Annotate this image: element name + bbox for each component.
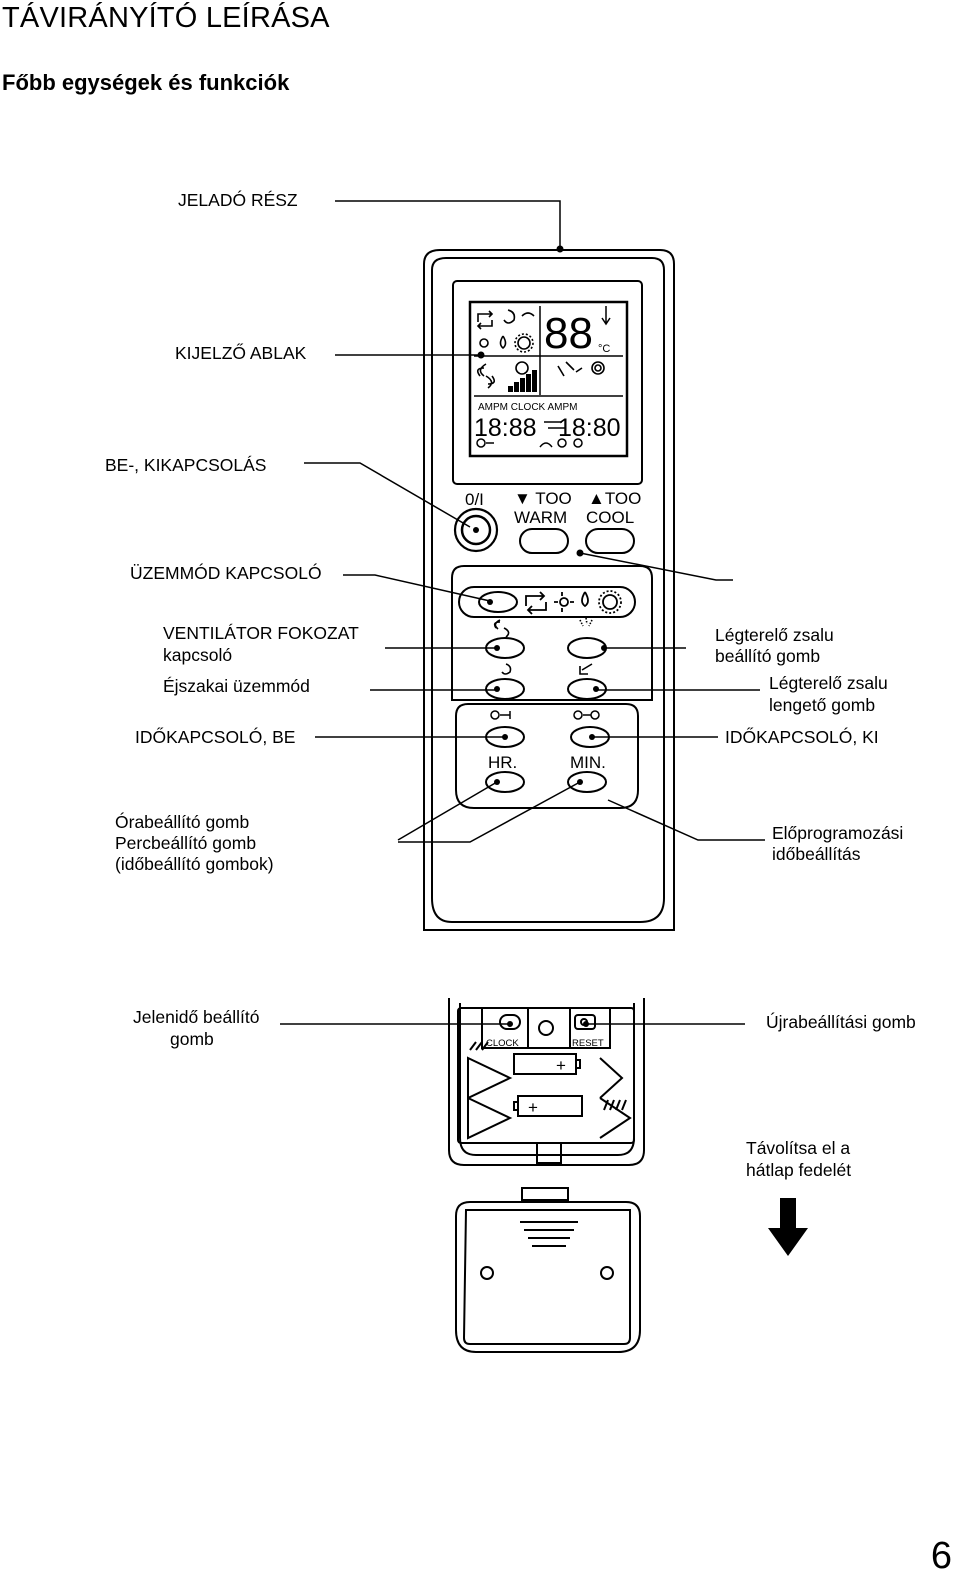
callout-fan-speed-1: VENTILÁTOR FOKOZAT [163, 623, 359, 643]
callout-preprog-2: időbeállítás [772, 844, 861, 864]
mode-strip [458, 586, 636, 618]
remote-inner-body [431, 257, 665, 923]
section-subtitle: Főbb egységek és funkciók [2, 70, 290, 95]
too-cool-label-2: COOL [586, 508, 634, 527]
callout-timer-on: IDŐKAPCSOLÓ, BE [135, 727, 296, 747]
too-cool-label-1: ▲TOO [588, 489, 641, 508]
louver-swing-button[interactable] [567, 678, 607, 700]
callout-louver-set-2: beállító gomb [715, 646, 821, 666]
lcd-time-left: 18:88 [474, 414, 537, 442]
callout-reset-button: Újrabeállítási gomb [766, 1012, 916, 1032]
clock-set-button[interactable] [499, 1014, 521, 1030]
callout-remove-cover-2: hátlap fedelét [746, 1160, 852, 1180]
hour-button[interactable] [485, 771, 525, 793]
callout-louver-swing-1: Légterelő zsalu [769, 673, 888, 693]
callout-fan-speed-2: kapcsoló [163, 645, 233, 665]
power-button[interactable] [453, 507, 499, 553]
battery-springs [469, 1041, 627, 1111]
callout-min-set: Percbeállító gomb [115, 833, 257, 853]
callout-time-buttons: (időbeállító gombok) [115, 854, 274, 874]
lcd-screen [468, 300, 629, 458]
callout-louver-set-1: Légterelő zsalu [715, 625, 834, 645]
remote-back [448, 998, 645, 1166]
battery-plus-top: + [556, 1056, 566, 1075]
back-cover [455, 1187, 641, 1353]
center-panel [527, 1007, 571, 1049]
reset-label: RESET [572, 1038, 604, 1049]
reset-button[interactable] [574, 1014, 596, 1030]
down-arrow-icon [768, 1198, 808, 1256]
night-mode-button[interactable] [485, 678, 525, 700]
battery-top [513, 1053, 577, 1075]
lcd-thermometer-icon [601, 306, 611, 326]
lcd-fan-bars [508, 370, 537, 392]
lcd-frame [452, 280, 643, 485]
lcd-fan-icons [476, 361, 605, 389]
callout-clock-set-2: gomb [170, 1029, 214, 1049]
lcd-temp: 88 [544, 309, 593, 358]
too-warm-label-2: WARM [514, 508, 567, 527]
lcd-clock-header: AMPM CLOCK AMPM [478, 402, 577, 413]
small-button-icons [493, 617, 593, 675]
remote-outer-body [423, 249, 675, 931]
min-label: MIN. [570, 753, 606, 772]
lcd-timer-icons [476, 421, 583, 448]
reset-panel [569, 1007, 611, 1049]
mode-button[interactable] [478, 591, 518, 613]
too-warm-button[interactable] [519, 528, 569, 554]
timer-icons [490, 710, 600, 720]
callout-transmitter: JELADÓ RÉSZ [178, 190, 298, 210]
callout-display-window: KIJELZŐ ABLAK [175, 343, 307, 363]
page-title: TÁVIRÁNYÍTÓ LEÍRÁSA [2, 2, 330, 34]
callout-timer-off: IDŐKAPCSOLÓ, KI [725, 727, 879, 747]
callout-mode-switch: ÜZEMMÓD KAPCSOLÓ [130, 563, 322, 583]
lcd-unit: °C [598, 343, 610, 355]
hr-label: HR. [488, 753, 517, 772]
lcd-time-right: 18:80 [558, 414, 621, 442]
battery-plus-bottom: + [528, 1098, 538, 1117]
callout-louver-swing-2: lengető gomb [769, 695, 876, 715]
clock-label: CLOCK [486, 1038, 519, 1049]
mode-strip-icons [525, 590, 622, 615]
battery-compartment [457, 1007, 635, 1144]
power-label: 0/I [465, 490, 484, 509]
page-number: 6 [930, 1535, 952, 1577]
callout-on-off: BE-, KIKAPCSOLÁS [105, 455, 267, 475]
leader-lines [280, 200, 765, 1025]
louver-set-button[interactable] [567, 637, 607, 659]
callout-clock-set-1: Jelenidő beállító [133, 1007, 260, 1027]
callout-hour-set: Órabeállító gomb [115, 812, 250, 832]
minute-button[interactable] [567, 771, 607, 793]
too-warm-label-1: ▼ TOO [514, 489, 572, 508]
too-cool-button[interactable] [585, 528, 635, 554]
lcd-mode-icons [476, 309, 535, 353]
callout-preprog-1: Előprogramozási [772, 823, 904, 843]
timer-panel [455, 703, 639, 809]
callout-night-mode: Éjszakai üzemmód [163, 676, 310, 696]
callout-remove-cover-1: Távolítsa el a [746, 1138, 851, 1158]
mode-panel [451, 565, 653, 701]
